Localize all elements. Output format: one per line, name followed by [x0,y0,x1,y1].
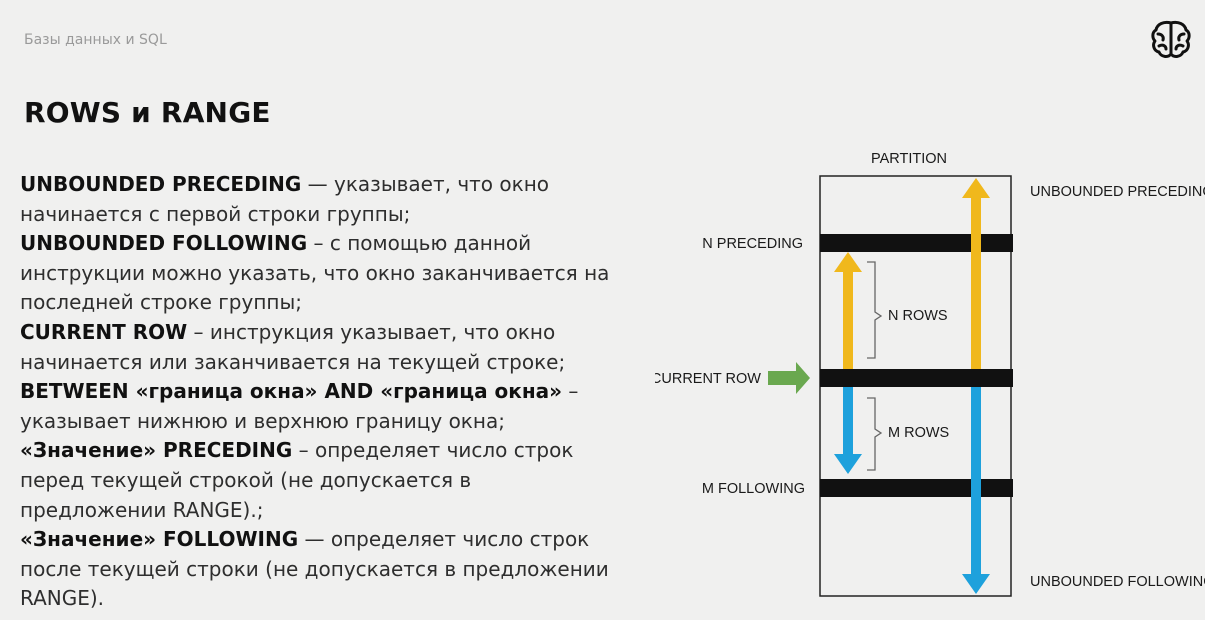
description-text: перед текущей строкой (не допускается в [20,467,472,492]
unbounded-preceding-arrow [962,178,990,369]
keyword-text: CURRENT ROW [20,319,188,344]
description-text: – инструкция указывает, что окно [187,319,556,344]
m-following-row-bar [820,479,1013,497]
body-text-line: указывает нижнюю и верхнюю границу окна; [20,407,650,437]
n-preceding-label: N PRECEDING [702,236,803,252]
body-text-line: CURRENT ROW – инструкция указывает, что … [20,318,650,348]
description-text: RANGE). [20,586,105,611]
description-text: – определяет число строк [292,438,574,463]
description-text: начинается с первой строки группы; [20,201,411,226]
description-text: — определяет число строк [298,527,590,552]
description-text: начинается или заканчивается на текущей … [20,349,566,374]
n-preceding-arrow [834,252,862,369]
brain-logo-icon [1151,20,1191,58]
m-rows-label: M ROWS [888,425,949,441]
description-text: предложении RANGE).; [20,497,264,522]
body-text-line: «Значение» FOLLOWING — определяет число … [20,525,650,555]
m-following-label: M FOLLOWING [702,481,805,497]
body-text-line: предложении RANGE).; [20,496,650,526]
body-text-line: последней строке группы; [20,288,650,318]
keyword-text: UNBOUNDED PRECEDING [20,172,302,196]
body-text-line: BETWEEN «граница окна» AND «граница окна… [20,377,650,407]
m-following-arrow [834,387,862,474]
unbounded-following-label: UNBOUNDED FOLLOWING [1030,574,1205,590]
partition-label: PARTITION [871,151,947,167]
body-text-line: инструкции можно указать, что окно закан… [20,259,650,289]
keyword-text: BETWEEN «граница окна» AND «граница окна… [20,379,563,404]
body-text-line: «Значение» PRECEDING – определяет число … [20,436,650,466]
unbounded-preceding-label: UNBOUNDED PRECEDING [1030,184,1205,200]
n-rows-brace [867,261,883,359]
current-row-label: CURRENT ROW [655,371,761,387]
body-text-line: UNBOUNDED FOLLOWING – с помощью данной [20,229,650,259]
description-text: после текущей строки (не допускается в п… [20,556,609,581]
body-text-line: начинается с первой строки группы; [20,200,650,230]
n-preceding-row-bar [820,234,1013,252]
body-text-line: UNBOUNDED PRECEDING — указывает, что окн… [20,170,650,200]
slide-title: ROWS и RANGE [24,96,271,129]
course-title: Базы данных и SQL [24,32,167,48]
description-text: – [562,379,579,404]
description-text: — указывает, что окно [301,172,550,196]
body-text-line: начинается или заканчивается на текущей … [20,348,650,378]
current-row-bar [820,369,1013,387]
body-text-line: перед текущей строкой (не допускается в [20,466,650,496]
current-row-pointer-arrow [768,362,810,394]
keyword-text: «Значение» FOLLOWING [20,527,299,552]
description-text: указывает нижнюю и верхнюю границу окна; [20,408,505,433]
slide-body-text: UNBOUNDED PRECEDING — указывает, что окн… [20,170,650,620]
n-rows-label: N ROWS [888,308,948,324]
m-rows-brace [867,397,883,471]
keyword-text: UNBOUNDED FOLLOWING [20,231,308,256]
description-text: инструкции можно указать, что окно закан… [20,260,610,285]
description-text: – с помощью данной [307,231,532,256]
description-text: последней строке группы; [20,290,303,315]
window-frame-diagram: PARTITION UNBOUNDED PRECEDING N PRECEDIN… [655,151,1205,597]
body-text-line: после текущей строки (не допускается в п… [20,555,650,585]
unbounded-following-arrow [962,387,990,594]
body-text-line: RANGE). [20,584,650,614]
keyword-text: «Значение» PRECEDING [20,438,293,463]
